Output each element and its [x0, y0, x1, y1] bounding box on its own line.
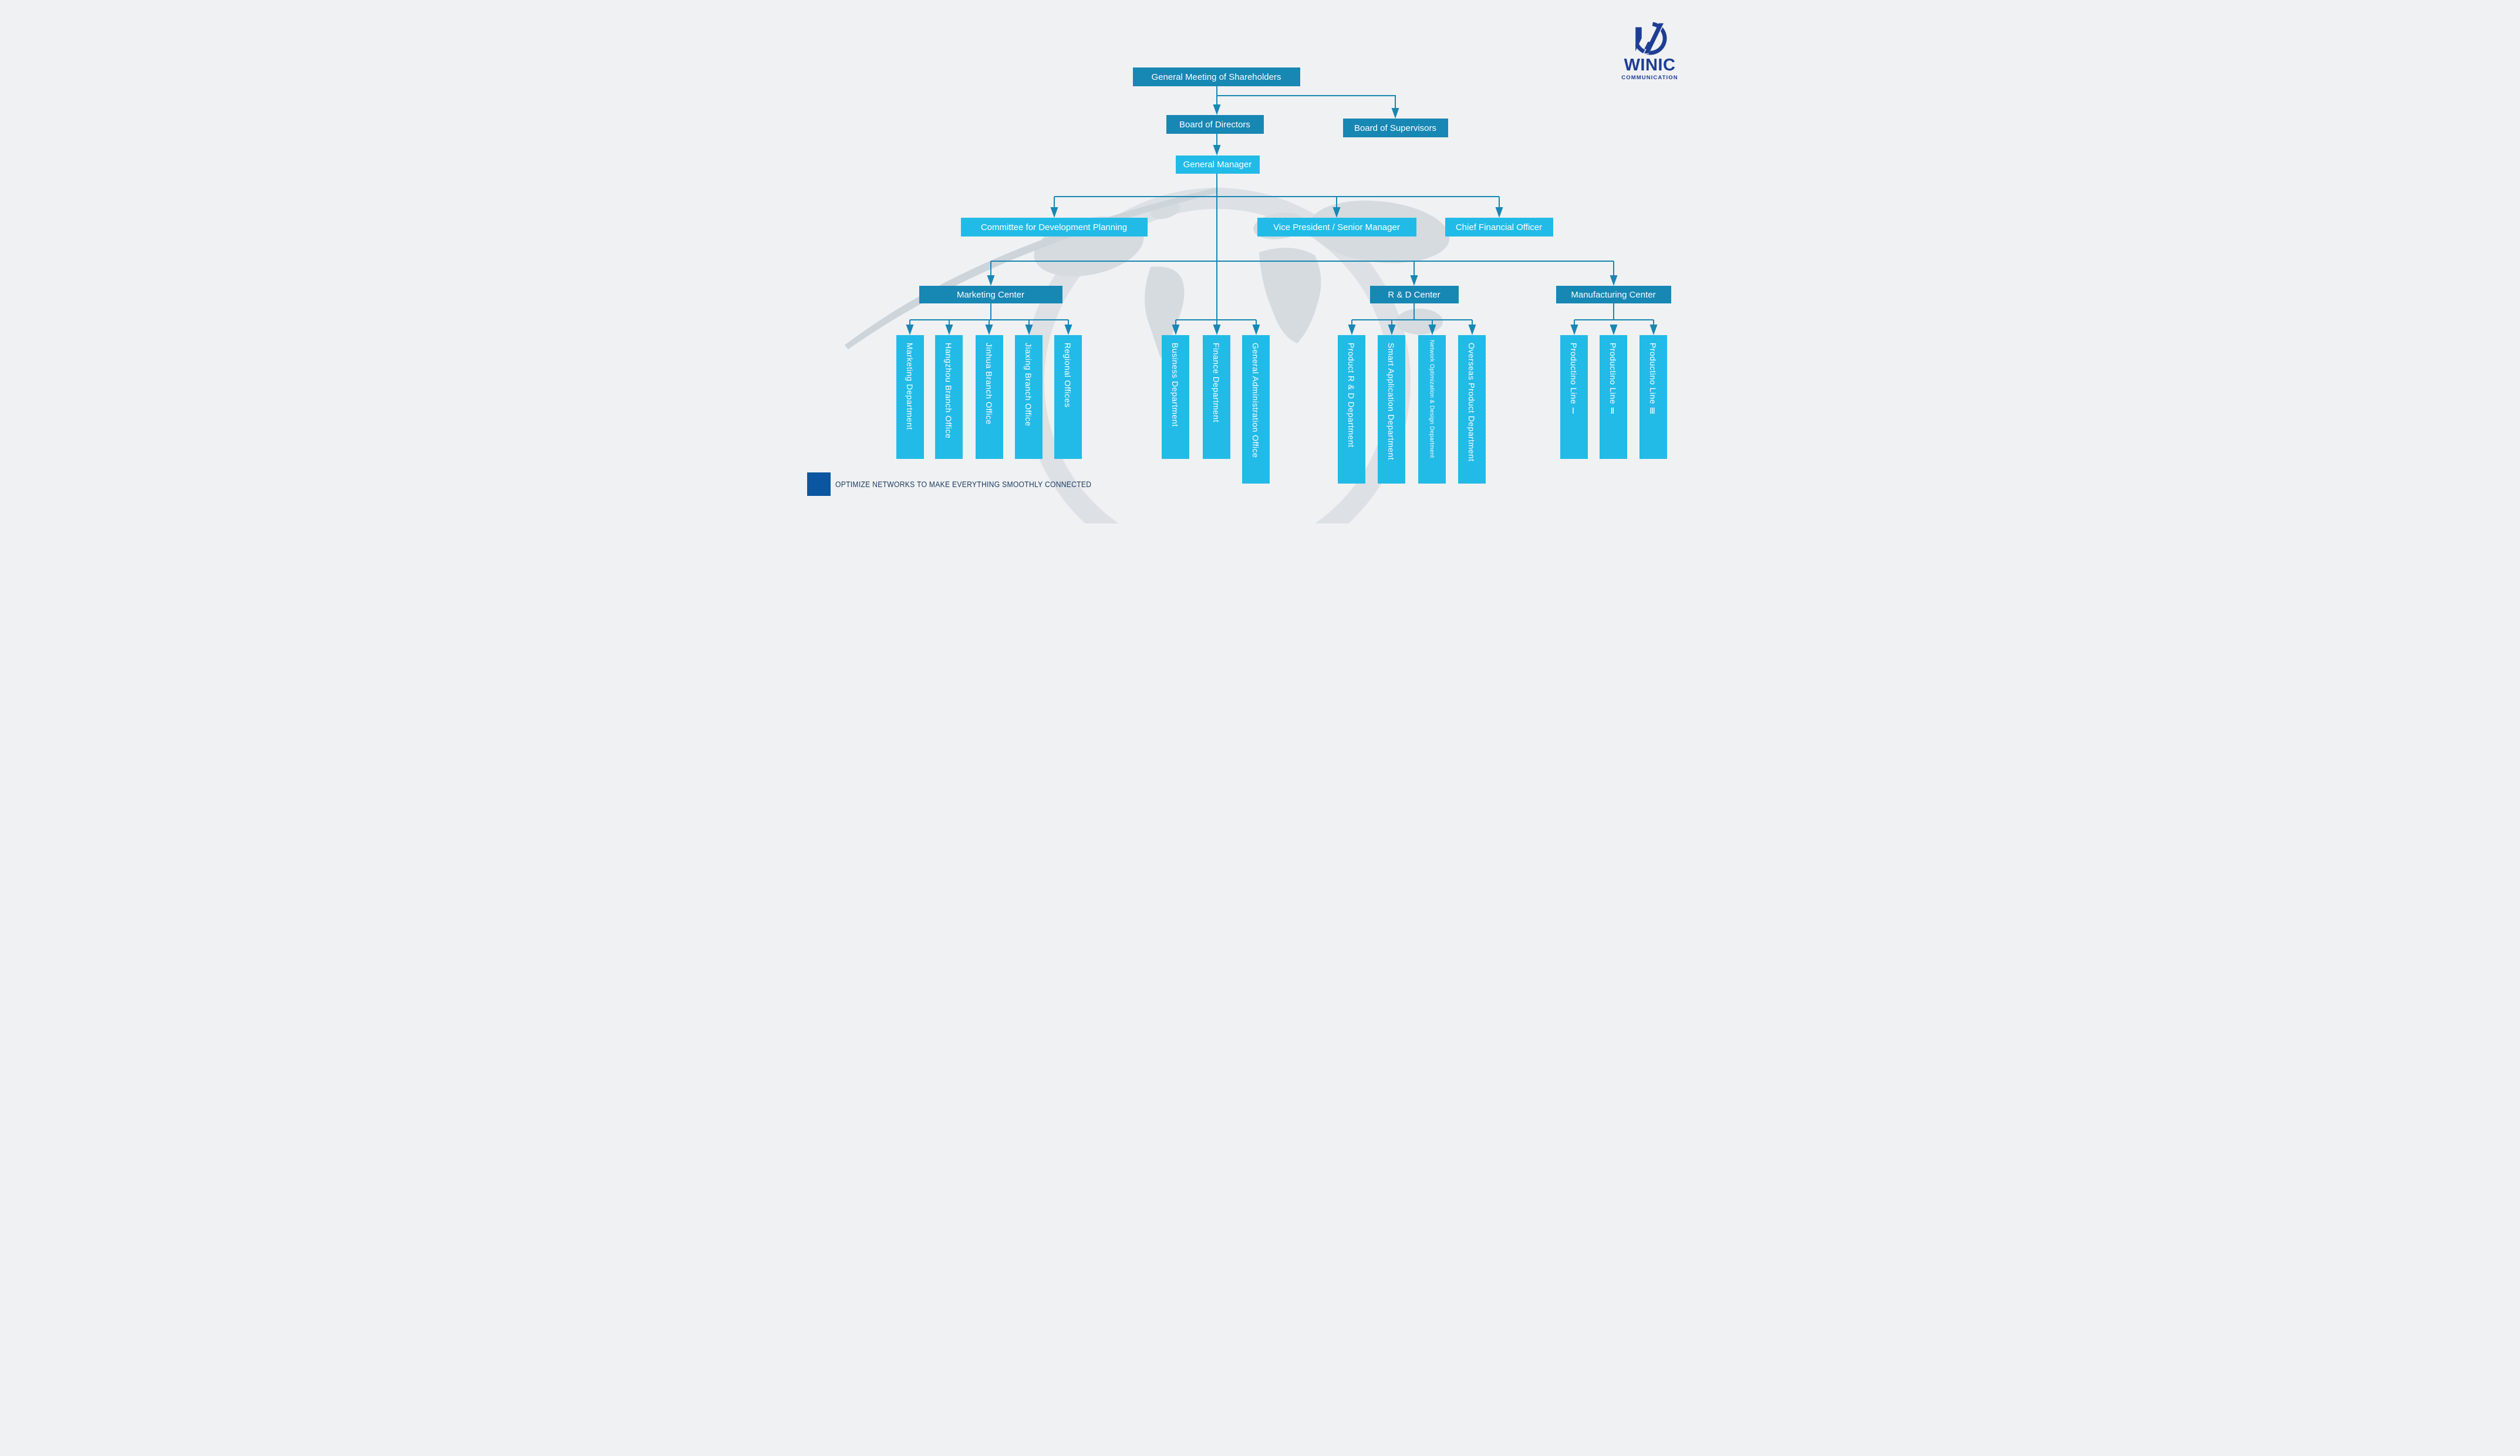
org-box-label: General Administration Office [1251, 343, 1260, 458]
org-box-label: Regional Offices [1063, 343, 1072, 408]
org-box-label: Product R & D Department [1347, 343, 1356, 448]
org-box-finance-department: Finance Department [1202, 335, 1230, 459]
org-box-general-meeting-of-shareholders: General Meeting of Shareholders [1132, 67, 1300, 86]
org-box-production-line-3: Productino Line Ⅲ [1639, 335, 1667, 459]
org-box-chief-financial-officer: Chief Financial Officer [1445, 218, 1553, 237]
org-box-label: Manufacturing Center [1571, 289, 1656, 300]
org-box-manufacturing-center: Manufacturing Center [1556, 286, 1671, 303]
org-box-label: R & D Center [1388, 289, 1441, 300]
org-box-overseas-product-department: Overseas Product Department [1458, 335, 1486, 484]
connector-arrowheads [906, 104, 1657, 335]
org-box-label: Board of Directors [1179, 119, 1250, 130]
org-box-label: Smart Application Department [1386, 343, 1396, 460]
tagline-text: OPTIMIZE NETWORKS TO MAKE EVERYTHING SMO… [835, 480, 1091, 489]
org-box-vice-president-senior-manager: Vice President / Senior Manager [1257, 218, 1416, 237]
org-box-production-line-2: Productino Line Ⅱ [1599, 335, 1627, 459]
org-box-label: General Meeting of Shareholders [1151, 72, 1281, 82]
org-box-label: Finance Department [1212, 343, 1221, 423]
logo-company-subtitle: COMMUNICATION [1621, 75, 1678, 82]
org-box-jiaxing-branch-office: Jiaxing Branch Office [1014, 335, 1043, 459]
org-box-label: General Manager [1183, 160, 1252, 170]
org-box-label: Overseas Product Department [1467, 343, 1476, 462]
org-chart-page: General Meeting of Shareholders Board of… [807, 0, 1713, 523]
connector-lines [906, 86, 1657, 335]
org-box-label: Hangzhou Branch Office [944, 343, 953, 439]
org-box-general-administration-office: General Administration Office [1242, 335, 1270, 484]
org-box-label: Productino Line Ⅱ [1608, 343, 1618, 417]
org-box-label: Jiaxing Branch Office [1024, 343, 1033, 427]
logo-mark-icon [1635, 22, 1666, 55]
org-box-label: Productino Line Ⅲ [1648, 343, 1658, 417]
org-box-general-manager: General Manager [1175, 156, 1260, 174]
org-box-committee-development-planning: Committee for Development Planning [960, 218, 1148, 237]
org-box-marketing-department: Marketing Department [896, 335, 924, 459]
logo-company-name: WINIC [1624, 56, 1676, 75]
org-box-network-optimization-design-department: Network Optimization & Design Department [1418, 335, 1446, 484]
org-box-regional-offices: Regional Offices [1054, 335, 1082, 459]
org-box-label: Board of Supervisors [1354, 123, 1437, 133]
org-box-label: Committee for Development Planning [980, 222, 1128, 232]
org-box-label: Productino Line Ⅰ [1569, 343, 1578, 417]
org-box-board-of-supervisors: Board of Supervisors [1342, 119, 1448, 137]
tagline-accent-square [807, 472, 831, 496]
org-box-hangzhou-branch-office: Hangzhou Branch Office [935, 335, 963, 459]
org-box-rnd-center: R & D Center [1369, 286, 1459, 303]
org-box-product-rnd-department: Product R & D Department [1337, 335, 1365, 484]
org-box-business-department: Business Department [1161, 335, 1189, 459]
org-box-label: Chief Financial Officer [1455, 222, 1543, 232]
org-box-label: Network Optimization & Design Department [1428, 340, 1435, 458]
company-logo: WINIC COMMUNICATION [1621, 20, 1679, 81]
org-box-label: Vice President / Senior Manager [1273, 222, 1400, 232]
org-box-label: Marketing Department [905, 343, 915, 430]
org-box-production-line-1: Productino Line Ⅰ [1560, 335, 1588, 459]
connector-paths [909, 86, 1654, 325]
org-box-smart-application-department: Smart Application Department [1377, 335, 1405, 484]
org-box-board-of-directors: Board of Directors [1166, 115, 1264, 134]
org-box-label: Business Department [1170, 343, 1180, 427]
org-box-label: Jinhua Branch Office [984, 343, 994, 425]
org-box-marketing-center: Marketing Center [919, 286, 1062, 303]
org-box-label: Marketing Center [956, 289, 1025, 300]
org-box-jinhua-branch-office: Jinhua Branch Office [975, 335, 1003, 459]
